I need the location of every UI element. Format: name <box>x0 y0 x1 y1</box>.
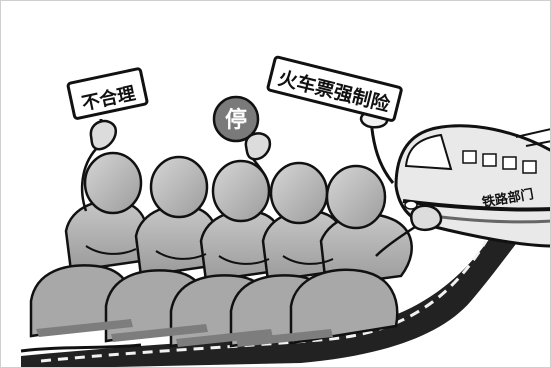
raised-fists <box>89 119 443 231</box>
ground <box>20 343 142 353</box>
stop-badge-text: 停 <box>225 107 247 133</box>
sign-board-right <box>266 55 403 122</box>
crowd-icon <box>29 148 416 348</box>
front-row <box>29 264 399 348</box>
sign-left-group <box>66 67 149 141</box>
protester-2 <box>134 155 219 278</box>
stop-badge <box>212 95 260 143</box>
protester-5 <box>319 164 413 288</box>
protester-1 <box>64 151 149 273</box>
road-track <box>21 162 550 367</box>
